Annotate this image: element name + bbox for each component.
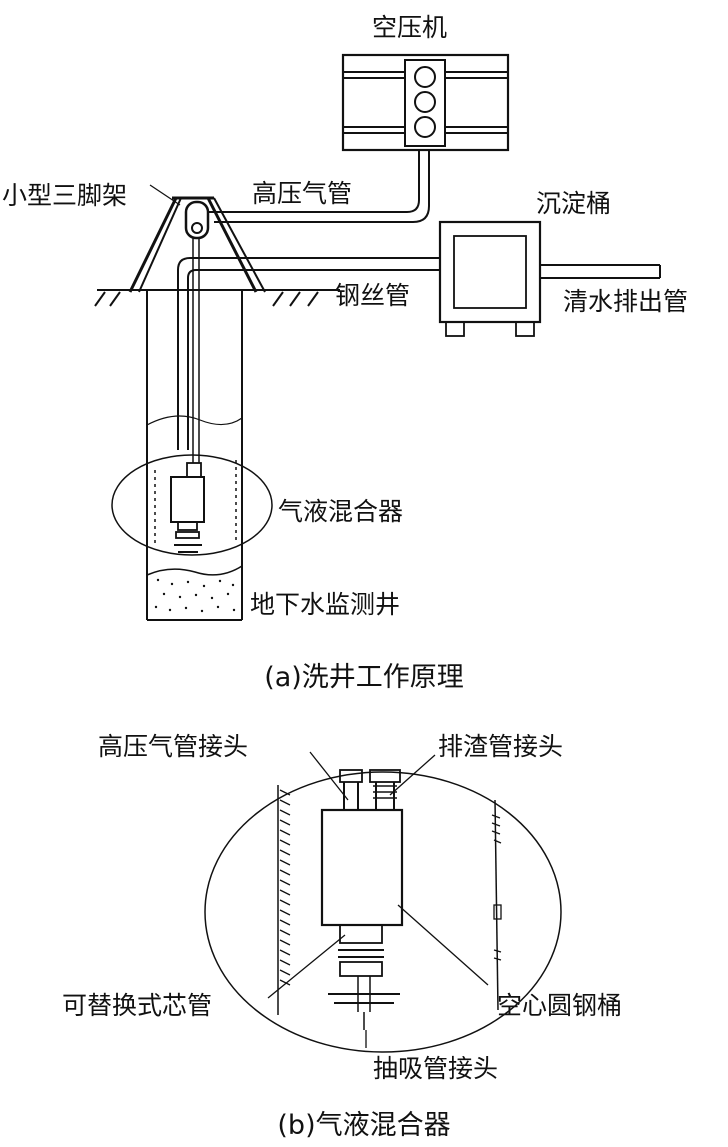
- label-clear-water-outlet: 清水排出管: [563, 287, 688, 316]
- replaceable-core-pipe-icon: [338, 924, 384, 977]
- clear-water-outlet-pipe: [540, 264, 661, 279]
- label-suction-pipe-joint: 抽吸管接头: [373, 1054, 498, 1083]
- groundwater-well-casing: [146, 290, 243, 621]
- ground-surface: [94, 289, 340, 307]
- mixer-highlight-ellipse: [111, 454, 273, 556]
- suction-pipe-joint-icon: [328, 976, 400, 1030]
- part-b-illustration: [204, 751, 562, 1053]
- gas-liquid-mixer-small: [170, 462, 205, 553]
- part-a-illustration: [94, 53, 661, 621]
- label-high-pressure-pipe: 高压气管: [252, 179, 352, 208]
- well-wall-right: [491, 799, 502, 1011]
- steel-wire-pipe: [177, 257, 440, 450]
- sedimentation-tank-icon: [438, 220, 542, 337]
- label-gas-liquid-mixer: 气液混合器: [278, 497, 403, 526]
- well-wall-left: [277, 785, 291, 1015]
- label-replaceable-core: 可替换式芯管: [62, 991, 212, 1020]
- leader-lines-b: [267, 751, 489, 1048]
- caption-part-a: (a)洗井工作原理: [264, 662, 464, 693]
- label-hollow-steel-drum: 空心圆钢桶: [497, 991, 622, 1020]
- label-air-pipe-joint: 高压气管接头: [98, 732, 248, 761]
- label-slag-pipe-joint: 排渣管接头: [438, 732, 563, 761]
- label-steel-wire-pipe: 钢丝管: [335, 281, 410, 310]
- label-air-compressor: 空压机: [372, 13, 447, 42]
- mixer-detail-ellipse: [204, 771, 562, 1053]
- well-sediment: [154, 578, 236, 613]
- high-pressure-air-pipe: [200, 150, 430, 223]
- label-sedimentation-tank: 沉淀桶: [536, 189, 611, 218]
- well-wall-texture: [154, 460, 237, 545]
- label-groundwater-well: 地下水监测井: [250, 590, 400, 619]
- tripod-icon: [128, 196, 266, 293]
- air-compressor-icon: [341, 53, 510, 152]
- hollow-steel-drum-icon: [320, 808, 404, 927]
- air-pipe-joint-icon: [339, 769, 363, 810]
- label-tripod: 小型三脚架: [2, 181, 127, 210]
- air-line-in-well: [192, 238, 200, 463]
- caption-part-b: (b)气液混合器: [277, 1110, 450, 1141]
